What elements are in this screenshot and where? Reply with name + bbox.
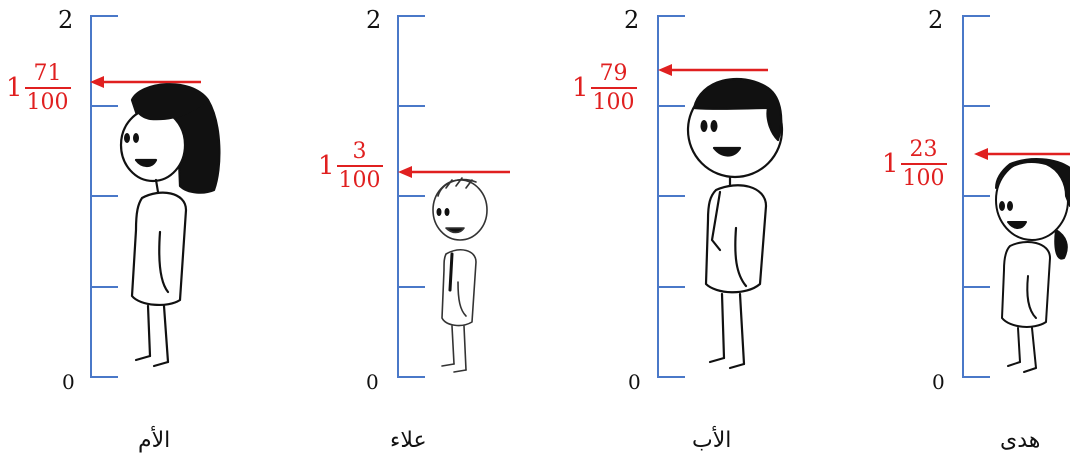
- huda-figure: [860, 0, 1070, 473]
- panel-alaa: 2 0 1 3 100 علاء: [300, 0, 560, 473]
- person-name: الأب: [692, 428, 731, 453]
- panel-father: 2 0 1 79 100 ا: [570, 0, 830, 473]
- person-name: هدى: [1000, 428, 1040, 453]
- panel-mother: 2 0 1 71 100: [0, 0, 260, 473]
- panel-huda: 2 0 1 23 100 هدى: [860, 0, 1070, 473]
- person-name: علاء: [390, 428, 427, 453]
- father-figure: [570, 0, 830, 473]
- mother-figure: [0, 0, 260, 473]
- person-name: الأم: [138, 428, 170, 453]
- alaa-figure: [300, 0, 560, 473]
